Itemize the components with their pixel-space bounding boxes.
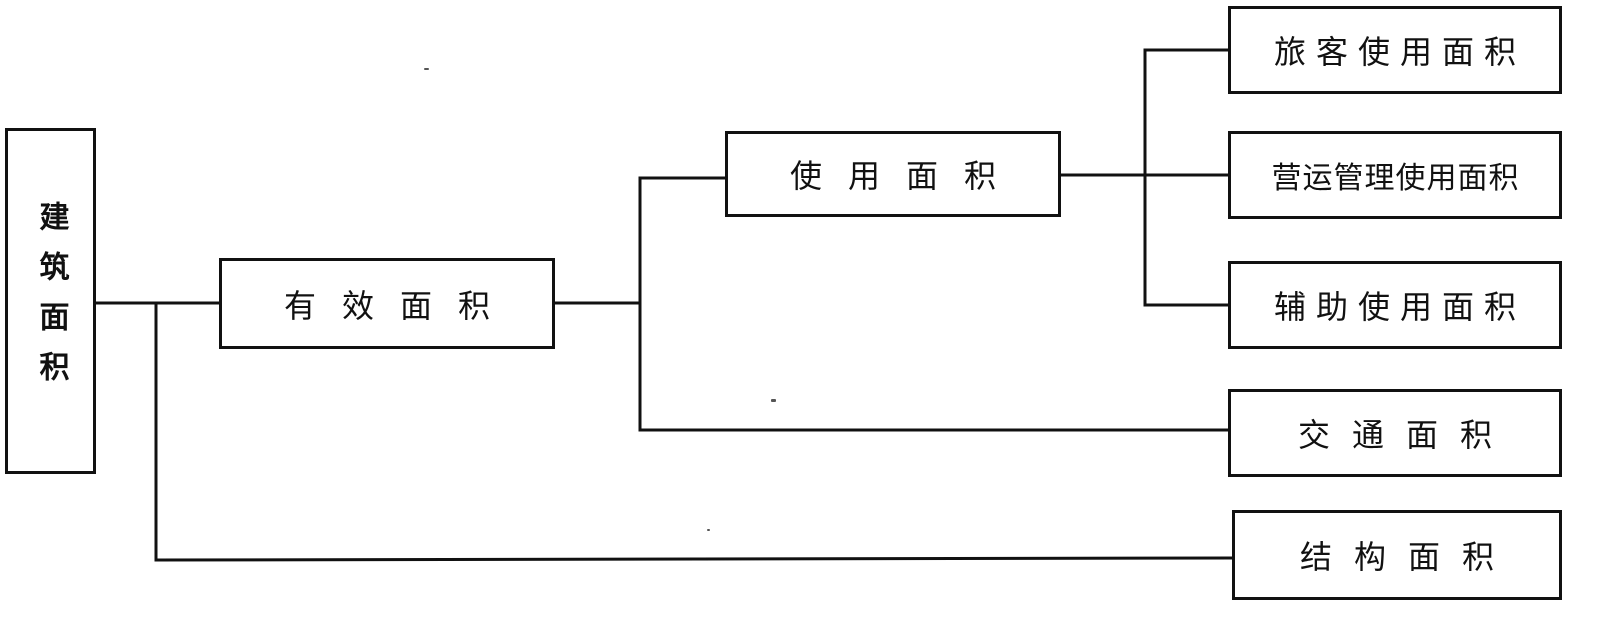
node-operation-management-area-label: 营运管理使用面积 <box>1271 161 1520 196</box>
node-effective-area: 有效面积 <box>219 258 555 349</box>
node-structure-area: 结构面积 <box>1232 510 1562 600</box>
node-passenger-usage-area: 旅客使用面积 <box>1228 6 1562 94</box>
node-auxiliary-usage-area: 辅助使用面积 <box>1228 261 1562 349</box>
node-circulation-area-label: 交通面积 <box>1297 416 1514 454</box>
node-usage-area-label: 使用面积 <box>789 157 1022 195</box>
node-building-area: 建筑面积 <box>5 128 96 474</box>
scan-speck <box>707 529 710 531</box>
scan-speck <box>771 399 776 402</box>
node-effective-area-label: 有效面积 <box>283 286 516 325</box>
node-structure-area-label: 结构面积 <box>1299 538 1516 576</box>
node-building-area-label: 建筑面积 <box>33 201 69 401</box>
scan-speck <box>424 68 429 70</box>
node-usage-area: 使用面积 <box>725 131 1061 217</box>
node-passenger-usage-area-label: 旅客使用面积 <box>1273 33 1526 71</box>
node-operation-management-area: 营运管理使用面积 <box>1228 131 1562 219</box>
node-circulation-area: 交通面积 <box>1228 389 1562 477</box>
node-auxiliary-usage-area-label: 辅助使用面积 <box>1273 288 1526 326</box>
connector-root-to-structure <box>154 301 1234 562</box>
